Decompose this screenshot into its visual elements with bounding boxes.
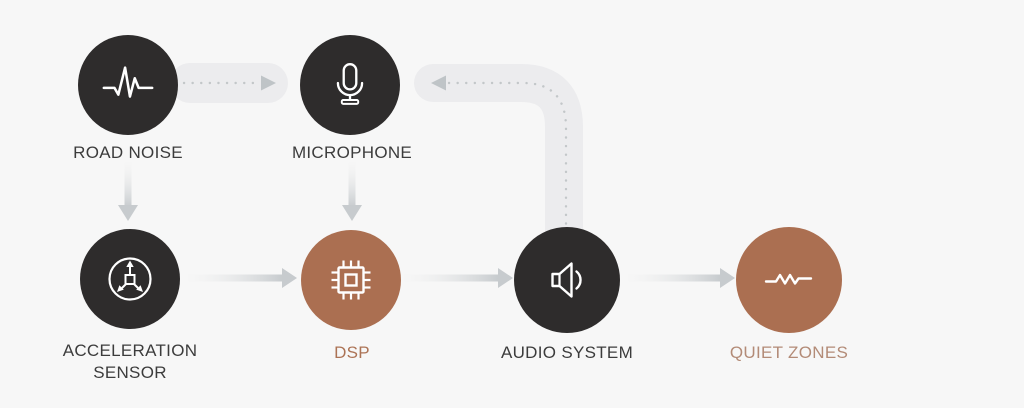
node-road-noise [78, 35, 178, 135]
label-dsp: DSP [334, 343, 370, 362]
arrow-microphone-to-dsp [342, 162, 362, 221]
node-audio-system [514, 227, 620, 333]
microphone-icon [336, 63, 364, 105]
flattened-wave-icon [764, 273, 813, 285]
node-acceleration-sensor [80, 229, 180, 329]
label-acceleration-sensor: ACCELERATION SENSOR [62, 341, 198, 382]
arrow-road-noise-to-acceleration-sensor [118, 162, 138, 221]
label-quiet-zones: QUIET ZONES [729, 343, 849, 362]
arrow-acceleration-sensor-to-dsp [188, 268, 297, 288]
label-audio-system: AUDIO SYSTEM [500, 343, 634, 362]
feedback-pipe-audio-system-to-microphone [414, 64, 583, 252]
connector-road-noise-to-microphone [170, 63, 288, 103]
feedback-arrowhead-left-icon [431, 75, 446, 91]
label-road-noise: ROAD NOISE [73, 143, 183, 162]
node-quiet-zones [736, 227, 842, 333]
arrow-audio-system-to-quiet-zones [628, 268, 735, 288]
pill-arrowhead-right-icon [261, 75, 276, 91]
waveform-icon [102, 66, 154, 98]
node-dsp [301, 230, 401, 330]
acceleration-axes-icon [108, 257, 152, 301]
node-microphone [300, 35, 400, 135]
chip-icon [331, 260, 371, 300]
label-microphone: MICROPHONE [291, 143, 413, 162]
arrow-dsp-to-audio-system [404, 268, 513, 288]
speaker-icon [551, 262, 582, 298]
